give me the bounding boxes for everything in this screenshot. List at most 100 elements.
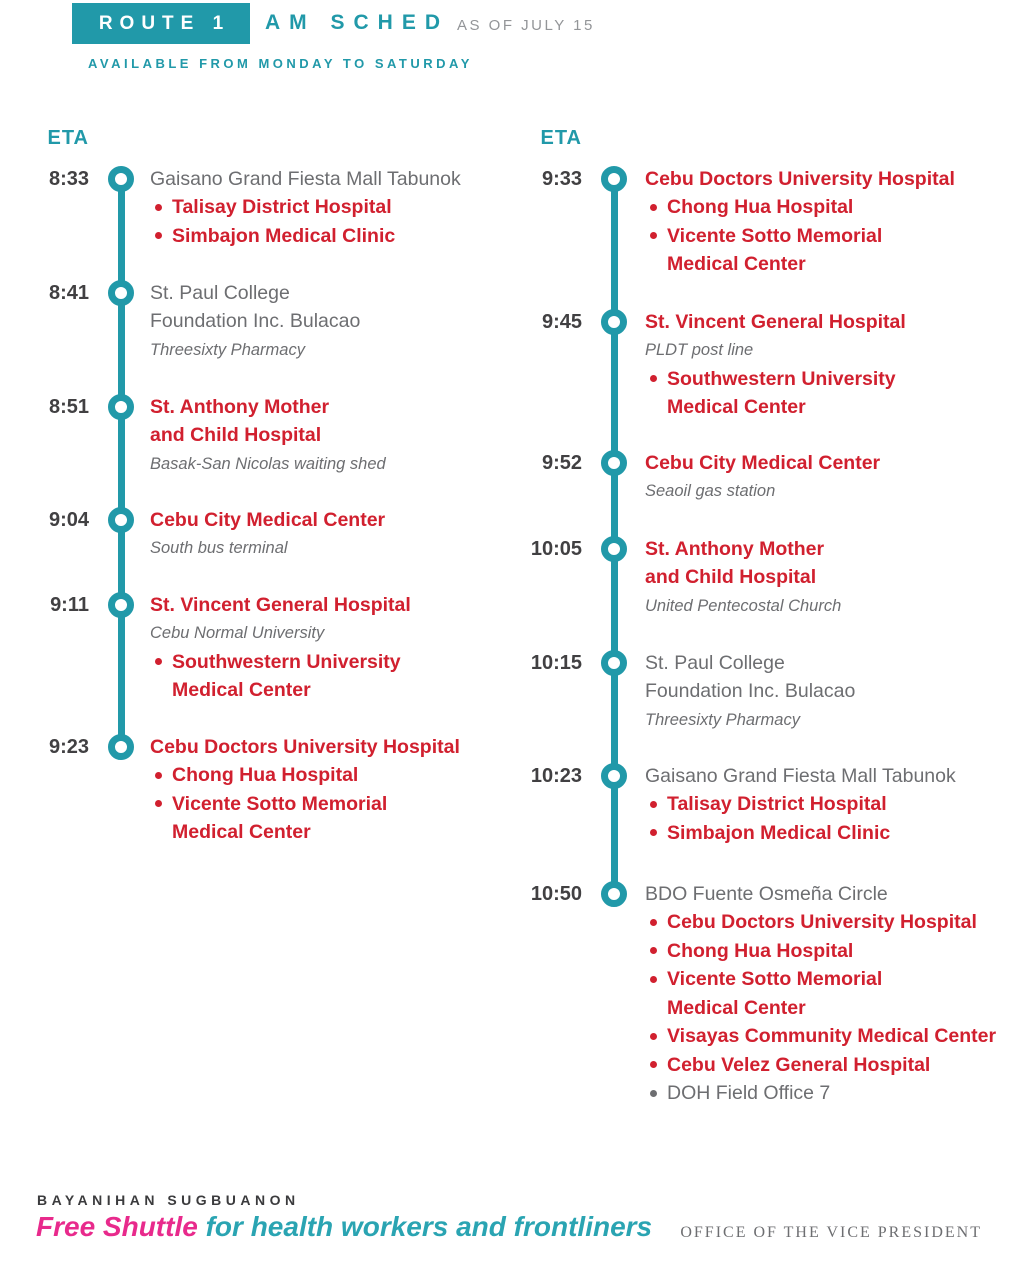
stop-destination: Talisay District Hospital — [645, 790, 956, 819]
timeline-node-icon — [601, 536, 627, 562]
stop-note: Cebu Normal University — [150, 624, 325, 643]
tagline: Free Shuttle for health workers and fron… — [36, 1211, 652, 1243]
stop-title: Foundation Inc. Bulacao — [150, 310, 361, 333]
eta-header-label: ETA — [47, 127, 89, 149]
stop-note: Seaoil gas station — [645, 482, 776, 501]
stop-note: Threesixty Pharmacy — [150, 340, 305, 359]
as-of-date: AS OF JULY 15 — [457, 16, 595, 34]
stop-eta-time: 9:11 — [50, 594, 89, 616]
stop-note: PLDT post line — [645, 341, 754, 360]
stop-title: St. Paul College — [645, 651, 785, 674]
bullet-dot-icon — [650, 829, 657, 837]
timeline-node-icon — [601, 881, 627, 907]
stop-note: United Pentecostal Church — [645, 596, 842, 615]
stop-destination: Medical Center — [172, 821, 311, 844]
timeline-node-icon — [108, 280, 134, 306]
stop-destination: Talisay District Hospital — [150, 193, 461, 222]
stop-destination: Cebu Velez General Hospital — [645, 1051, 996, 1080]
timeline-node-icon — [601, 309, 627, 335]
stop-destination: Vicente Sotto Memorial — [645, 222, 955, 251]
bullet-dot-icon — [650, 1089, 657, 1097]
stop-destination: Simbajon Medical Clinic — [645, 819, 956, 848]
bullet-dot-icon — [650, 1061, 657, 1069]
stop-title: and Child Hospital — [150, 424, 322, 447]
stop-destination: Medical Center — [667, 253, 806, 276]
stop-eta-time: 9:23 — [48, 736, 89, 758]
eta-header-label: ETA — [540, 127, 582, 149]
stop-title: Cebu Doctors University Hospital — [645, 167, 955, 190]
stop-eta-time: 10:50 — [530, 883, 582, 905]
bullet-dot-icon — [155, 232, 162, 240]
bullet-dot-icon — [650, 918, 657, 926]
timeline-node-icon — [108, 394, 134, 420]
program-name: BAYANIHAN SUGBUANON — [37, 1192, 300, 1208]
bullet-dot-icon — [650, 1032, 657, 1040]
bullet-dot-icon — [650, 800, 657, 808]
timeline-node-icon — [108, 507, 134, 533]
sched-title: AM SCHED — [265, 11, 450, 34]
stop-destination: Visayas Community Medical Center — [645, 1022, 996, 1051]
stop-destination: Vicente Sotto Memorial — [150, 790, 460, 819]
stop-destination: Medical Center — [667, 996, 806, 1019]
stop-destination: DOH Field Office 7 — [645, 1079, 996, 1108]
stop-title: Gaisano Grand Fiesta Mall Tabunok — [645, 764, 956, 787]
stop-destination: Chong Hua Hospital — [150, 761, 460, 790]
bullet-dot-icon — [650, 232, 657, 240]
timeline-node-icon — [601, 450, 627, 476]
stop-eta-time: 10:05 — [530, 538, 582, 560]
stop-title: Cebu City Medical Center — [150, 508, 386, 531]
stop-title: Cebu Doctors University Hospital — [150, 735, 460, 758]
bullet-dot-icon — [155, 658, 162, 666]
tagline-highlight: Free Shuttle — [36, 1211, 198, 1242]
stop-title: Foundation Inc. Bulacao — [645, 680, 856, 703]
stop-destination: Simbajon Medical Clinic — [150, 222, 461, 251]
stop-title: BDO Fuente Osmeña Circle — [645, 882, 888, 905]
stop-destination: Chong Hua Hospital — [645, 937, 996, 966]
bullet-dot-icon — [155, 771, 162, 779]
stop-note: South bus terminal — [150, 539, 288, 558]
tagline-rest: for health workers and frontliners — [197, 1211, 653, 1242]
bullet-dot-icon — [155, 203, 162, 211]
stop-destination: Southwestern University — [150, 648, 411, 677]
bullet-dot-icon — [650, 203, 657, 211]
stop-eta-time: 9:33 — [541, 168, 582, 190]
bullet-dot-icon — [650, 375, 657, 383]
stop-title: St. Anthony Mother — [150, 395, 330, 418]
stop-title: Cebu City Medical Center — [645, 451, 881, 474]
stop-title: St. Paul College — [150, 281, 290, 304]
bullet-dot-icon — [650, 975, 657, 983]
stop-note: Threesixty Pharmacy — [645, 710, 800, 729]
stop-destination: Vicente Sotto Memorial — [645, 965, 996, 994]
stop-title: Gaisano Grand Fiesta Mall Tabunok — [150, 167, 461, 190]
stop-note: Basak-San Nicolas waiting shed — [150, 454, 386, 473]
timeline-node-icon — [108, 734, 134, 760]
timeline-node-icon — [601, 763, 627, 789]
timeline-node-icon — [601, 650, 627, 676]
stop-title: and Child Hospital — [645, 566, 817, 589]
stop-eta-time: 8:41 — [48, 282, 89, 304]
bullet-dot-icon — [650, 947, 657, 955]
stop-title: St. Vincent General Hospital — [645, 310, 906, 333]
timeline-line — [117, 179, 125, 747]
timeline-node-icon — [108, 592, 134, 618]
stop-eta-time: 9:52 — [541, 452, 582, 474]
stop-title: St. Anthony Mother — [645, 537, 825, 560]
timeline-node-icon — [601, 166, 627, 192]
stop-eta-time: 9:04 — [48, 509, 89, 531]
stop-eta-time: 8:33 — [48, 168, 89, 190]
route-badge: ROUTE 1 — [72, 3, 250, 44]
stop-destination: Medical Center — [172, 679, 311, 702]
